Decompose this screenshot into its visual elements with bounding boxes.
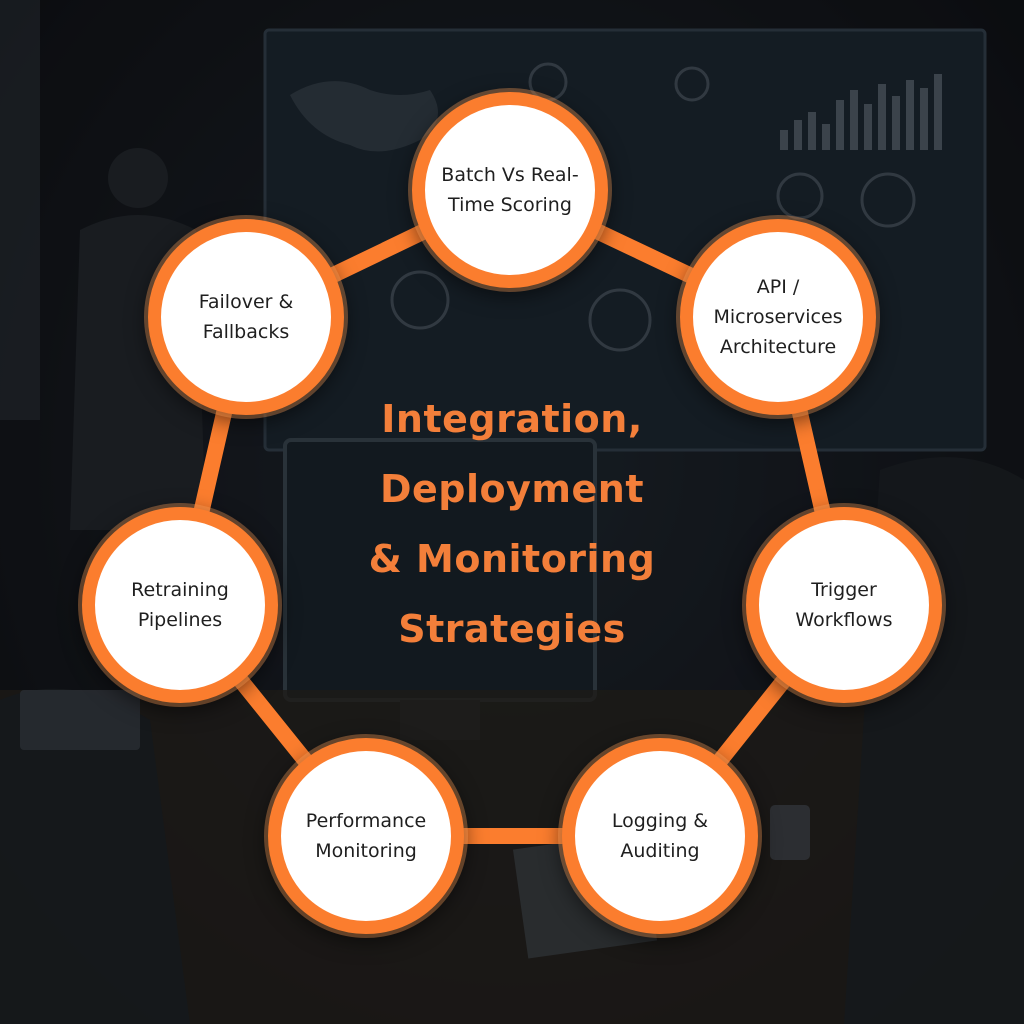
node-failover-and-fallbacks: Failover & Fallbacks — [148, 219, 344, 415]
node-label: Batch Vs Real- Time Scoring — [441, 164, 579, 216]
background-window — [0, 0, 40, 420]
node-label: API / Microservices Architecture — [713, 276, 843, 358]
background-screen-bars — [780, 74, 942, 150]
node-logging-and-auditing: Logging & Auditing — [562, 738, 758, 934]
diagram-title-line-2: Deployment — [379, 467, 644, 511]
background-world-map — [290, 81, 438, 152]
background-mug — [770, 805, 810, 860]
diagram-title-line-1: Integration, — [381, 397, 643, 441]
node-label: Trigger Workflows — [795, 579, 893, 631]
node-label: Failover & Fallbacks — [198, 291, 294, 343]
node-performance-monitoring: Performance Monitoring — [268, 738, 464, 934]
node-retraining-pipelines: Retraining Pipelines — [82, 507, 278, 703]
node-batch-vs-real-time-scoring: Batch Vs Real- Time Scoring — [412, 92, 608, 288]
node-label: Retraining Pipelines — [131, 579, 229, 631]
background-screen-dials — [390, 62, 916, 352]
node-api-microservices-architecture: API / Microservices Architecture — [680, 219, 876, 415]
background-laptop — [20, 690, 140, 750]
diagram-title-line-3: & Monitoring — [368, 537, 656, 581]
node-label: Logging & Auditing — [611, 810, 709, 862]
diagram-title: Integration, Deployment & Monitoring Str… — [312, 384, 712, 664]
node-label: Performance Monitoring — [305, 810, 427, 862]
node-trigger-workflows: Trigger Workflows — [746, 507, 942, 703]
diagram-title-line-4: Strategies — [398, 607, 626, 651]
